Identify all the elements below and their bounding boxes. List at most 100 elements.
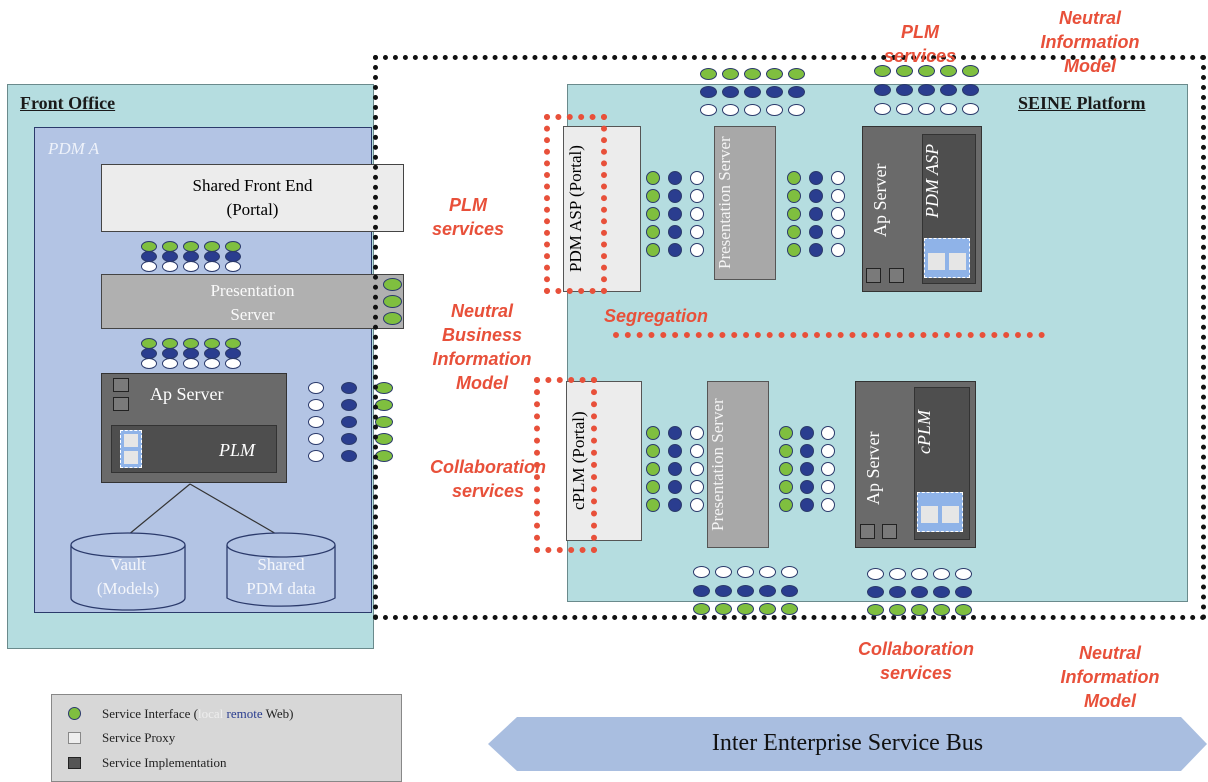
segregation-line bbox=[613, 332, 1045, 338]
shared-front-end-line2: (Portal) bbox=[226, 200, 279, 219]
neutral-business-label: Neutral Business Information Model bbox=[412, 299, 552, 395]
shared-pdm-line2: PDM data bbox=[246, 579, 316, 598]
plm-services-top-label: PLM services bbox=[870, 20, 970, 68]
fo-plm-label: PLM bbox=[219, 440, 255, 460]
legend-service-implementation: Service Implementation bbox=[102, 755, 227, 770]
neutral-info-top-line2: Information bbox=[1040, 32, 1140, 52]
bottom-presentation-server bbox=[707, 381, 769, 548]
top-presentation-server bbox=[714, 126, 776, 280]
fo-ap-col-navy bbox=[341, 382, 357, 462]
fo-dots-row3 bbox=[141, 261, 241, 272]
neutral-business-line1: Neutral bbox=[450, 301, 513, 321]
top-left-row-white bbox=[700, 104, 805, 116]
pdm-a-label: PDM A bbox=[48, 139, 100, 158]
top-pres-col-green bbox=[787, 171, 801, 257]
bottom-ap-impl-square bbox=[882, 524, 897, 539]
legend-local-text: local bbox=[198, 706, 224, 721]
legend-service-interface: Service Interface (local remote Web) bbox=[102, 706, 293, 722]
bottom-portal-col-navy bbox=[668, 426, 682, 512]
bottom-cplm-icon bbox=[917, 492, 963, 532]
bottom-right-row-white bbox=[867, 568, 972, 580]
service-bus-label: Inter Enterprise Service Bus bbox=[711, 730, 984, 756]
collaboration-left-label: Collaboration services bbox=[408, 455, 568, 503]
legend-web-text: Web) bbox=[265, 706, 294, 721]
segregation-label: Segregation bbox=[604, 306, 709, 326]
fo-dots2-row3 bbox=[141, 358, 241, 369]
fo-ap-server-label: Ap Server bbox=[150, 384, 224, 404]
top-left-row-navy bbox=[700, 86, 805, 98]
neutral-business-line4: Model bbox=[456, 373, 508, 393]
top-pdm-asp-icon bbox=[924, 238, 970, 278]
plm-services-left-line2: services bbox=[431, 219, 505, 239]
top-right-row-navy bbox=[874, 84, 979, 96]
neutral-info-bottom-line1: Neutral bbox=[1078, 643, 1141, 663]
fo-presentation-interfaces bbox=[383, 278, 402, 325]
plm-services-top-line2: services bbox=[883, 46, 957, 66]
neutral-info-model-top-label: Neutral Information Model bbox=[1030, 6, 1150, 78]
cplm-portal bbox=[566, 381, 642, 541]
fo-dots-row1 bbox=[141, 241, 241, 252]
fo-plm-icon bbox=[120, 430, 142, 468]
bottom-pres-col-green bbox=[779, 426, 793, 512]
legend-box bbox=[51, 694, 402, 782]
vault-line1: Vault bbox=[110, 555, 146, 574]
bottom-right-row-green bbox=[867, 604, 972, 616]
vault-line2: (Models) bbox=[96, 579, 160, 598]
shared-front-end-line1: Shared Front End bbox=[192, 176, 313, 195]
service-proxy-legend-icon bbox=[68, 732, 81, 744]
plm-services-frame-top bbox=[544, 114, 607, 294]
plm-services-top-line1: PLM bbox=[901, 22, 939, 42]
top-right-row-white bbox=[874, 103, 979, 115]
top-pres-col-white bbox=[831, 171, 845, 257]
neutral-info-bottom-line3: Model bbox=[1084, 691, 1136, 711]
collaboration-bottom-label: Collaboration services bbox=[836, 637, 996, 685]
top-ap-impl-square bbox=[889, 268, 904, 283]
fo-presentation-line1: Presentation bbox=[210, 281, 295, 300]
fo-ap-impl-square bbox=[113, 397, 129, 411]
legend-remote-text: remote bbox=[226, 706, 263, 721]
legend-service-proxy: Service Proxy bbox=[102, 730, 176, 745]
fo-dots-row2 bbox=[141, 251, 241, 262]
bottom-pres-col-white bbox=[821, 426, 835, 512]
shared-pdm-label: Shared PDM data bbox=[227, 553, 335, 601]
bottom-portal-col-white bbox=[690, 426, 704, 512]
neutral-business-line3: Information bbox=[432, 349, 532, 369]
top-left-row-green bbox=[700, 68, 805, 80]
neutral-business-line2: Business bbox=[441, 325, 523, 345]
neutral-info-top-line3: Model bbox=[1064, 56, 1116, 76]
fo-ap-col-white bbox=[308, 382, 324, 462]
seine-platform-title: SEINE Platform bbox=[1018, 93, 1146, 113]
collaboration-bottom-line2: services bbox=[879, 663, 953, 683]
collaboration-bottom-line1: Collaboration bbox=[858, 639, 974, 659]
bottom-left-row-navy bbox=[693, 585, 798, 597]
bottom-right-row-navy bbox=[867, 586, 972, 598]
collaboration-left-line1: Collaboration bbox=[430, 457, 546, 477]
fo-presentation-line2: Server bbox=[230, 305, 275, 324]
top-portal-col-white bbox=[690, 171, 704, 257]
neutral-info-bottom-line2: Information bbox=[1060, 667, 1160, 687]
bottom-left-row-green bbox=[693, 603, 798, 615]
top-portal-col-green bbox=[646, 171, 660, 257]
shared-pdm-cylinder bbox=[226, 532, 336, 607]
front-office-title: Front Office bbox=[20, 93, 116, 113]
bottom-portal-col-green bbox=[646, 426, 660, 512]
top-ap-impl-square bbox=[866, 268, 881, 283]
fo-ap-impl-square bbox=[113, 378, 129, 392]
neutral-info-top-line1: Neutral bbox=[1058, 8, 1121, 28]
shared-front-end-box: Shared Front End (Portal) bbox=[101, 164, 404, 232]
neutral-boundary bbox=[373, 55, 1206, 620]
collaboration-frame-bottom bbox=[534, 377, 597, 553]
service-implementation-legend-icon bbox=[68, 757, 81, 769]
vault-cylinder bbox=[70, 532, 186, 611]
top-portal-col-navy bbox=[668, 171, 682, 257]
service-interface-legend-icon bbox=[68, 707, 81, 720]
collaboration-left-line2: services bbox=[451, 481, 525, 501]
plm-services-left-line1: PLM bbox=[449, 195, 487, 215]
bottom-ap-impl-square bbox=[860, 524, 875, 539]
neutral-info-model-bottom-label: Neutral Information Model bbox=[1045, 641, 1175, 713]
bottom-pres-col-navy bbox=[800, 426, 814, 512]
fo-presentation-server: Presentation Server bbox=[101, 274, 404, 329]
legend-service-interface-text: Service Interface ( bbox=[102, 706, 198, 721]
